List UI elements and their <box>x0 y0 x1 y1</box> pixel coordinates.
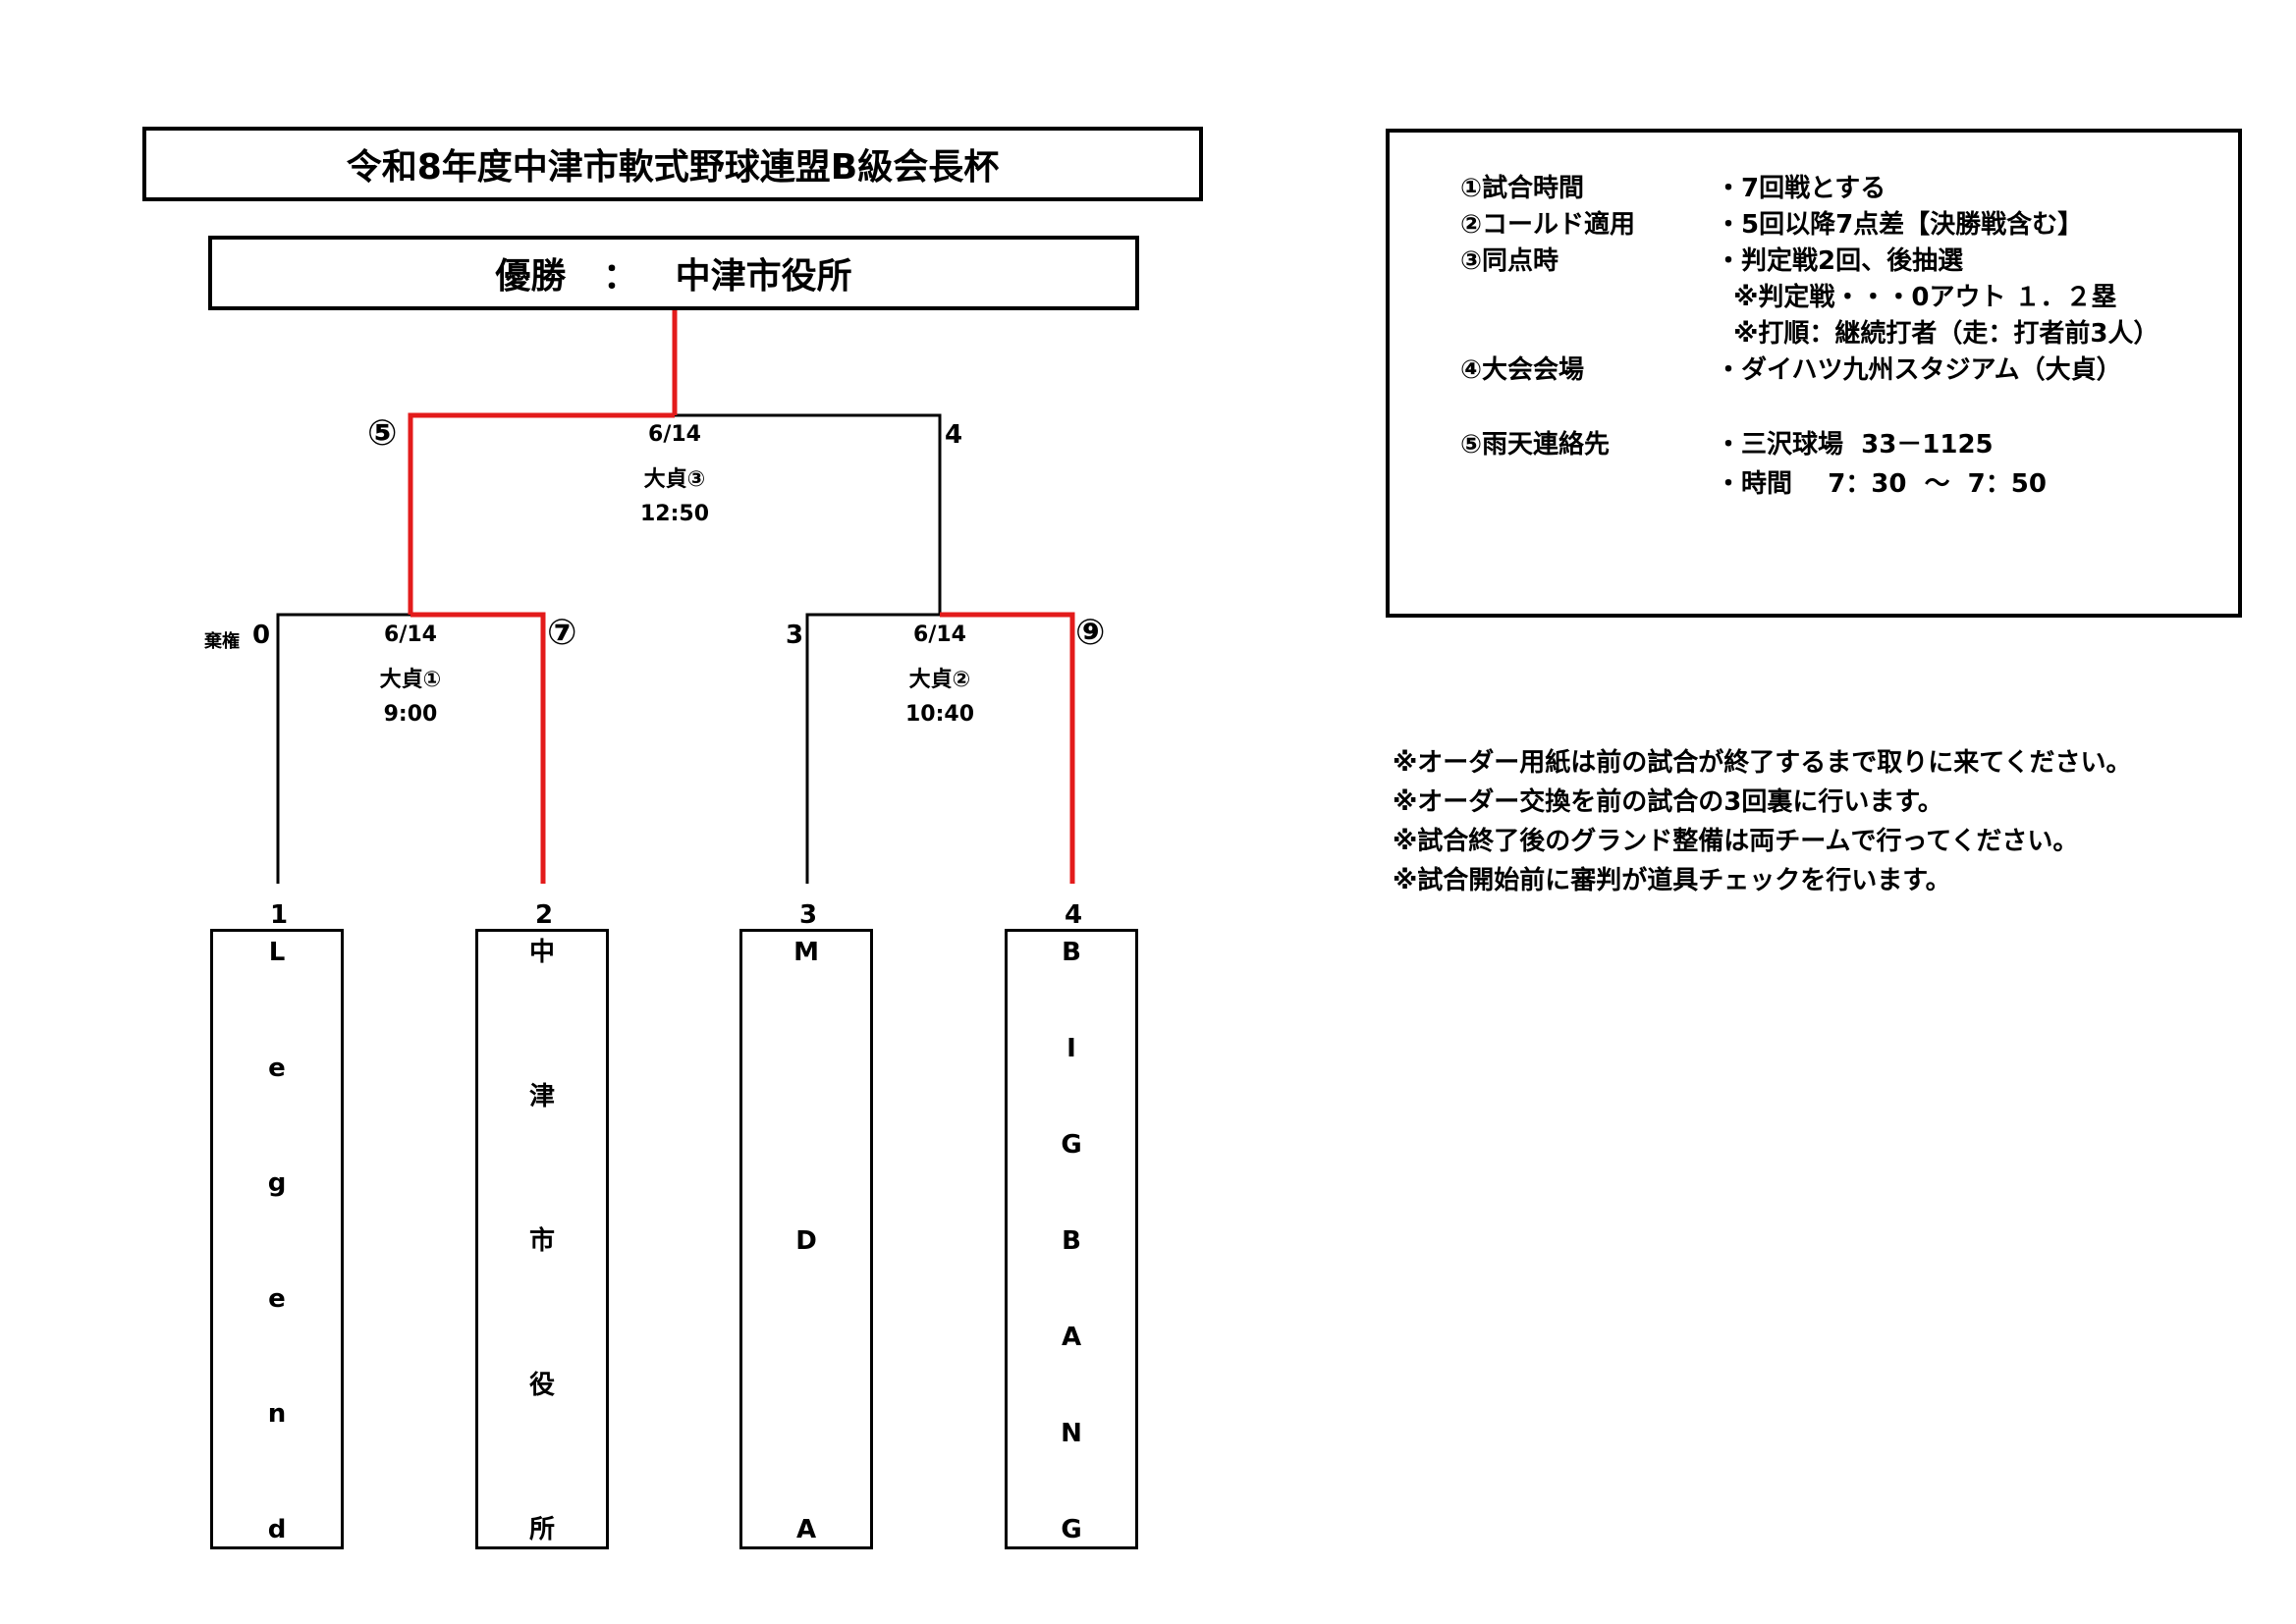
rule-label: ⑤雨天連絡先 <box>1460 430 1611 460</box>
final-left-line <box>408 412 675 615</box>
semi1-venue: 大貞① <box>379 668 442 692</box>
final-date: 6/14 <box>648 422 701 447</box>
team-char: B <box>1062 938 1081 967</box>
team-char: D <box>795 1226 817 1256</box>
team-char: 役 <box>528 1371 555 1400</box>
team-char: 中 <box>528 938 555 967</box>
title-text: 令和8年度中津市軟式野球連盟B級会長杯 <box>346 147 1000 188</box>
semi2-right-line <box>940 612 1075 884</box>
semi1-left-score: 0 <box>252 621 271 650</box>
team-char: e <box>268 1283 286 1314</box>
team-char: G <box>1061 1515 1082 1544</box>
rule-value: ・三沢球場 33－1125 <box>1716 430 1994 460</box>
rule-label: ②コールド適用 <box>1460 210 1636 240</box>
final-match-number: ⑤ <box>367 413 398 454</box>
semi2-date: 6/14 <box>913 623 966 647</box>
team-char: 市 <box>528 1226 555 1256</box>
final-right-top <box>675 413 942 615</box>
rule-label: ④大会会場 <box>1460 355 1585 385</box>
semi2-left-score: 3 <box>786 621 804 650</box>
bracket-lines-black <box>276 413 942 884</box>
rule-value: ・5回以降7点差【決勝戦含む】 <box>1716 210 2084 240</box>
note-line: ※オーダー用紙は前の試合が終了するまで取りに来てください。 <box>1393 748 2132 778</box>
team-char: n <box>267 1399 287 1430</box>
team2-seed: 2 <box>535 900 554 930</box>
semi2-match-number: ⑨ <box>1075 613 1106 653</box>
final-right-score: 4 <box>945 420 963 450</box>
note-line: ※試合開始前に審判が道具チェックを行います。 <box>1393 866 1951 895</box>
team-char: 津 <box>528 1082 555 1111</box>
team-char: d <box>267 1514 287 1544</box>
semi1-forfeit-note: 棄権 <box>204 631 240 652</box>
rule-value: ※打順：継続打者（走：打者前3人） <box>1716 319 2159 349</box>
champion-banner: 優勝 ： 中津市役所 <box>208 236 1139 310</box>
team-char: g <box>267 1168 287 1199</box>
semi1-match-number: ⑦ <box>547 613 577 653</box>
champion-separator: ： <box>602 256 638 297</box>
semi1-left-line <box>276 613 410 884</box>
rule-value: ・7回戦とする <box>1716 174 1886 203</box>
team-char: B <box>1062 1226 1081 1256</box>
champion-label: 優勝 <box>495 256 567 297</box>
team-char: N <box>1061 1419 1082 1448</box>
team1-seed: 1 <box>270 900 289 930</box>
final-time: 12:50 <box>639 502 710 526</box>
semi2-left-line <box>805 613 940 884</box>
rules-box: ①試合時間 ・7回戦とする ②コールド適用 ・5回以降7点差【決勝戦含む】 ③同… <box>1386 129 2242 618</box>
rule-value: ・ダイハツ九州スタジアム（大貞） <box>1716 355 2122 385</box>
team3-seed: 3 <box>799 900 818 930</box>
bracket-lines-red <box>408 310 1075 884</box>
team-box-1: L e g e n d <box>210 929 344 1549</box>
semi2-time: 10:40 <box>904 702 975 727</box>
note-line: ※試合終了後のグランド整備は両チームで行ってください。 <box>1393 827 2079 856</box>
team-char: e <box>268 1053 286 1083</box>
rule-value: ※判定戦・・・0アウト １．２塁 <box>1716 283 2117 312</box>
rule-value: ・判定戦2回、後抽選 <box>1716 246 1964 276</box>
team-char: L <box>268 938 286 967</box>
team4-seed: 4 <box>1065 900 1083 930</box>
semi1-date: 6/14 <box>384 623 437 647</box>
champion-team: 中津市役所 <box>675 256 852 297</box>
semi1-time: 9:00 <box>383 702 438 727</box>
team-char: I <box>1066 1034 1076 1063</box>
team-char: M <box>793 938 819 967</box>
rule-value: ・時間 7：30 ～ 7：50 <box>1716 469 2047 499</box>
semi2-venue: 大貞② <box>908 668 971 692</box>
rule-label: ③同点時 <box>1460 246 1559 276</box>
semi1-right-line <box>410 612 546 884</box>
team-char: A <box>795 1515 817 1544</box>
team-char: G <box>1061 1130 1082 1160</box>
rule-label: ①試合時間 <box>1460 174 1585 203</box>
tournament-title: 令和8年度中津市軟式野球連盟B級会長杯 <box>142 127 1203 201</box>
team-box-2: 中 津 市 役 所 <box>475 929 609 1549</box>
note-line: ※オーダー交換を前の試合の3回裏に行います。 <box>1393 787 1943 817</box>
team-box-4: B I G B A N G <box>1005 929 1138 1549</box>
team-box-3: M D A <box>739 929 873 1549</box>
team-char: 所 <box>528 1515 555 1544</box>
team-char: A <box>1061 1323 1082 1352</box>
final-venue: 大貞③ <box>643 467 706 492</box>
